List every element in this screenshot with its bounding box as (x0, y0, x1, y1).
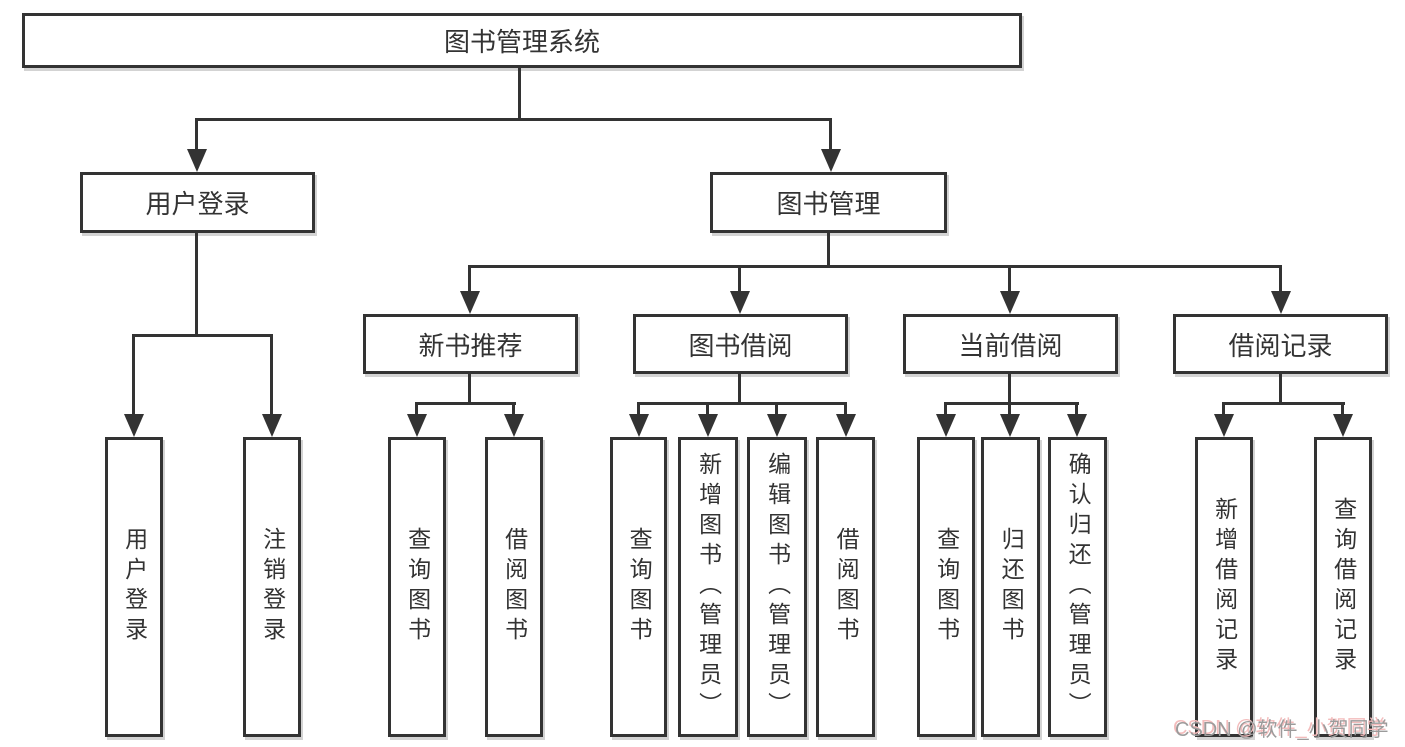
connector-line (512, 402, 515, 415)
connector-line (1341, 402, 1344, 415)
arrow-down-icon (821, 149, 841, 172)
leaf-query-books-borrowing: 查询图书 (610, 437, 667, 737)
connector-line (468, 265, 471, 292)
arrow-down-icon (460, 291, 480, 314)
leaf-confirm-return-admin: 确认归还（管理员） (1048, 437, 1107, 737)
connector-line (195, 118, 198, 150)
arrow-down-icon (1000, 414, 1020, 437)
leaf-edit-books-admin: 编辑图书（管理员） (747, 437, 807, 737)
connector-line (195, 118, 832, 121)
arrow-down-icon (124, 414, 144, 437)
arrow-down-icon (936, 414, 956, 437)
node-book-borrowing: 图书借阅 (633, 314, 848, 374)
arrow-down-icon (1333, 414, 1353, 437)
connector-line (738, 265, 741, 292)
arrow-down-icon (504, 414, 524, 437)
connector-line (518, 68, 521, 120)
leaf-logout: 注销登录 (243, 437, 301, 737)
leaf-query-books-current: 查询图书 (917, 437, 975, 737)
arrow-down-icon (730, 291, 750, 314)
leaf-user-login: 用户登录 (105, 437, 163, 737)
connector-line (775, 402, 778, 415)
connector-line (132, 334, 273, 337)
connector-line (1008, 374, 1011, 405)
connector-line (468, 265, 1282, 268)
node-current-borrowing: 当前借阅 (903, 314, 1118, 374)
connector-line (944, 402, 947, 415)
leaf-borrow-books-recommend: 借阅图书 (485, 437, 543, 737)
arrow-down-icon (698, 414, 718, 437)
node-borrowing-records: 借阅记录 (1173, 314, 1388, 374)
arrow-down-icon (629, 414, 649, 437)
leaf-add-borrow-record: 新增借阅记录 (1195, 437, 1253, 737)
leaf-add-books-admin: 新增图书（管理员） (678, 437, 738, 737)
connector-line (270, 334, 273, 415)
connector-line (829, 118, 832, 150)
arrow-down-icon (1000, 291, 1020, 314)
arrow-down-icon (1067, 414, 1087, 437)
connector-line (132, 334, 135, 415)
connector-line (1008, 402, 1011, 415)
connector-line (637, 402, 640, 415)
connector-line (637, 402, 847, 405)
connector-line (706, 402, 709, 415)
arrow-down-icon (767, 414, 787, 437)
connector-line (844, 402, 847, 415)
arrow-down-icon (1271, 291, 1291, 314)
arrow-down-icon (187, 149, 207, 172)
node-book-management: 图书管理 (710, 172, 947, 233)
node-new-book-recommendation: 新书推荐 (363, 314, 578, 374)
arrow-down-icon (836, 414, 856, 437)
leaf-query-borrow-record: 查询借阅记录 (1314, 437, 1372, 737)
connector-line (738, 374, 741, 405)
connector-line (1222, 402, 1225, 415)
connector-line (1279, 265, 1282, 292)
connector-line (1075, 402, 1078, 415)
arrow-down-icon (407, 414, 427, 437)
leaf-borrow-books-borrowing: 借阅图书 (816, 437, 875, 737)
connector-line (468, 374, 471, 405)
arrow-down-icon (1214, 414, 1234, 437)
leaf-return-books: 归还图书 (981, 437, 1040, 737)
connector-line (827, 233, 830, 268)
connector-line (944, 402, 1079, 405)
connector-line (1008, 265, 1011, 292)
connector-line (1279, 374, 1282, 405)
connector-line (195, 233, 198, 337)
connector-line (1222, 402, 1345, 405)
node-root: 图书管理系统 (22, 13, 1022, 68)
connector-line (415, 402, 418, 415)
connector-line (415, 402, 516, 405)
node-user-login: 用户登录 (80, 172, 315, 233)
csdn-watermark: CSDN @软件_小贺同学 (1175, 719, 1389, 741)
leaf-query-books-recommend: 查询图书 (388, 437, 446, 737)
arrow-down-icon (262, 414, 282, 437)
